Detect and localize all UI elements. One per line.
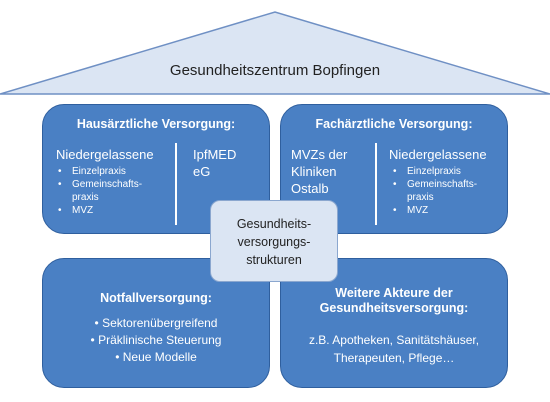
text-line: versorgungs- [237, 235, 311, 249]
text-line: Gesundheits- [236, 217, 312, 231]
fachaerztlich-niedergelassene-label: Niedergelassene [389, 147, 487, 162]
list-item: praxis [407, 192, 434, 203]
text-line: Gesundheitsversorgung: [319, 301, 469, 315]
hausaerztlich-title: Hausärztliche Versorgung: [76, 117, 236, 131]
center-hub: Gesundheits- versorgungs- strukturen [210, 200, 338, 282]
weitere-text: z.B. Apotheken, Sanitätshäuser, Therapeu… [281, 331, 507, 367]
text-line: eG [193, 164, 211, 179]
roof-title: Gesundheitszentrum Bopfingen [169, 62, 381, 79]
text-line: MVZs der [291, 147, 348, 162]
hausaerztlich-niedergelassene-label: Niedergelassene [56, 147, 154, 162]
hausaerztlich-ipfmed-label: IpfMED eG [193, 146, 236, 180]
text-line: Ostalb [291, 181, 329, 196]
hausaerztlich-niedergelassene-list: Einzelpraxis Gemeinschafts- praxis MVZ [56, 165, 142, 217]
list-item: Einzelpraxis [56, 165, 142, 178]
text-line: strukturen [246, 253, 302, 267]
text-line: Weitere Akteure der [335, 286, 453, 300]
text-line: IpfMED [193, 147, 237, 162]
list-item: Präklinische Steuerung [43, 332, 269, 349]
fachaerztlich-title: Fachärztliche Versorgung: [315, 117, 473, 131]
list-item: Gemeinschafts- [391, 178, 477, 191]
hausaerztlich-box: Hausärztliche Versorgung: Niedergelassen… [42, 104, 270, 234]
hausaerztlich-divider [175, 143, 177, 225]
roof-triangle [0, 11, 550, 95]
list-item: Sektorenübergreifend [43, 315, 269, 332]
fachaerztlich-niedergelassene-list: Einzelpraxis Gemeinschafts- praxis MVZ [391, 165, 477, 217]
notfall-title: Notfallversorgung: [100, 291, 212, 305]
list-item: MVZ [56, 204, 142, 217]
list-item: praxis [72, 192, 99, 203]
text-line: Kliniken [291, 164, 337, 179]
weitere-title: Weitere Akteure der Gesundheitsversorgun… [281, 286, 507, 316]
list-item: Neue Modelle [43, 349, 269, 366]
list-item: MVZ [391, 204, 477, 217]
list-item: Einzelpraxis [391, 165, 477, 178]
fachaerztlich-mvz-label: MVZs der Kliniken Ostalb [291, 146, 347, 197]
notfall-list: Sektorenübergreifend Präklinische Steuer… [43, 315, 269, 366]
text-line: Therapeuten, Pflege… [333, 351, 455, 365]
text-line: z.B. Apotheken, Sanitätshäuser, [308, 333, 480, 347]
list-item: Gemeinschafts- [56, 178, 142, 191]
fachaerztlich-divider [375, 143, 377, 225]
